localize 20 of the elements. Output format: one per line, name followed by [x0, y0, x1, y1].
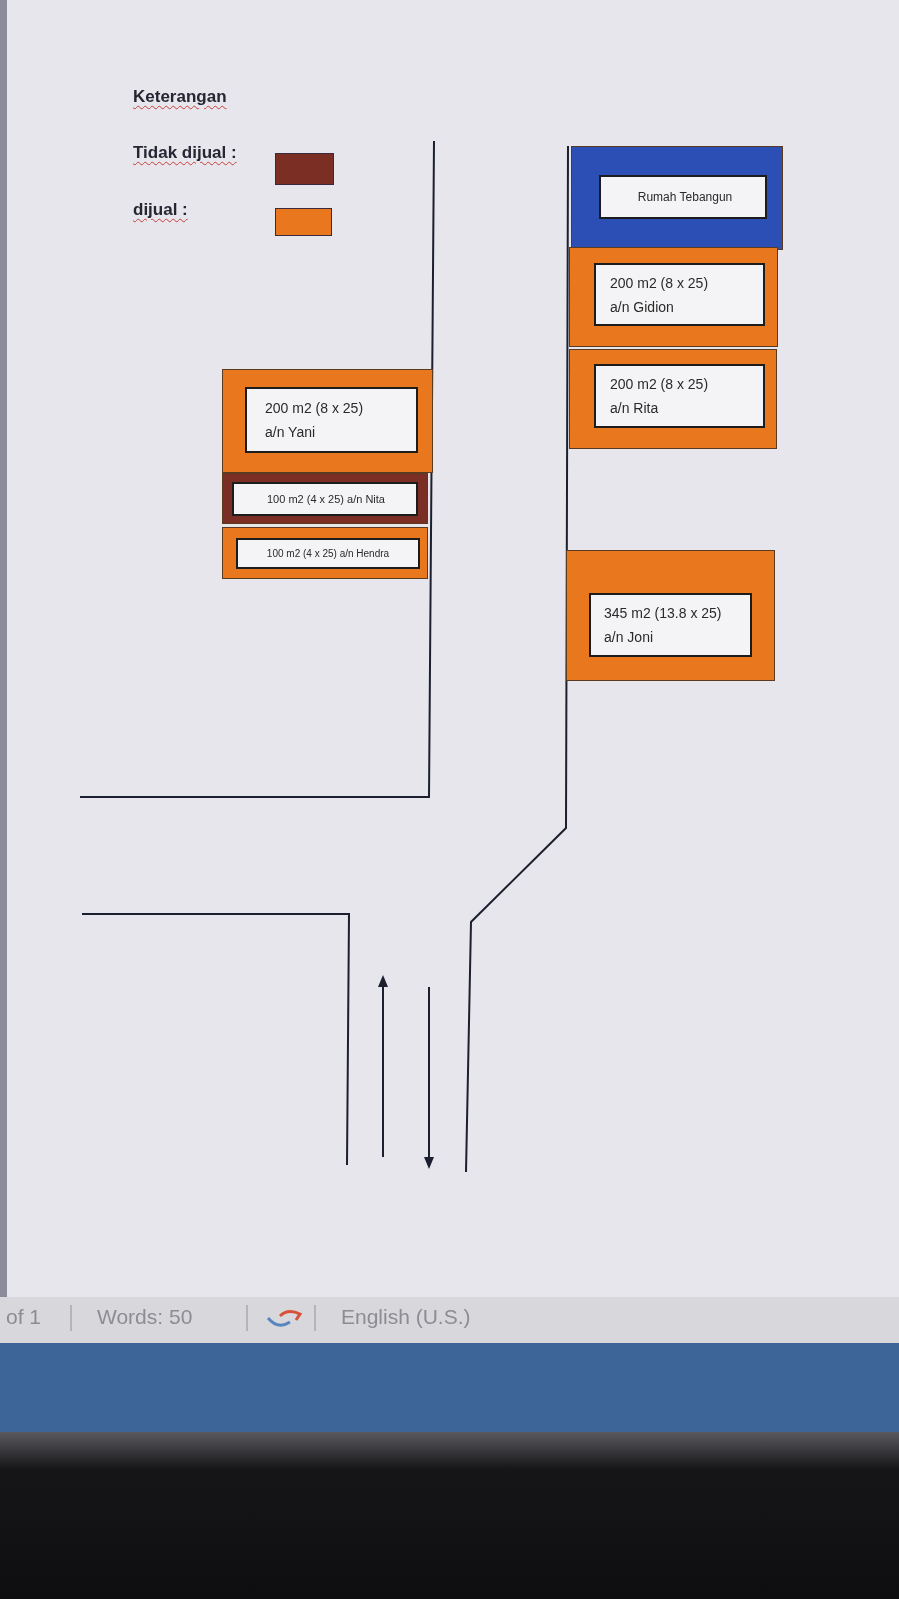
legend-label: Tidak dijual : — [133, 143, 237, 163]
legend-heading: Keterangan — [133, 87, 227, 107]
land-plot — [222, 473, 428, 524]
land-plot — [222, 369, 433, 473]
land-plot — [569, 349, 777, 449]
page-count: of 1 — [6, 1305, 42, 1329]
plot-label: 200 m2 (8 x 25) a/n Yani — [245, 387, 418, 453]
word-count: Words: 50 — [97, 1305, 193, 1329]
land-plot — [566, 550, 775, 681]
legend-label: dijual : — [133, 200, 188, 220]
plot-label: Rumah Tebangun — [599, 175, 767, 219]
land-plot — [222, 527, 428, 579]
land-plot — [569, 247, 778, 347]
house-plot — [571, 146, 783, 250]
plot-label: 100 m2 (4 x 25) a/n Nita — [232, 482, 418, 516]
plot-label: 100 m2 (4 x 25) a/n Hendra — [236, 538, 420, 569]
plot-label: 345 m2 (13.8 x 25) a/n Joni — [589, 593, 752, 657]
plot-label: 200 m2 (8 x 25) a/n Gidion — [594, 263, 765, 326]
language-label: English (U.S.) — [341, 1305, 471, 1329]
plot-label: 200 m2 (8 x 25) a/n Rita — [594, 364, 765, 428]
